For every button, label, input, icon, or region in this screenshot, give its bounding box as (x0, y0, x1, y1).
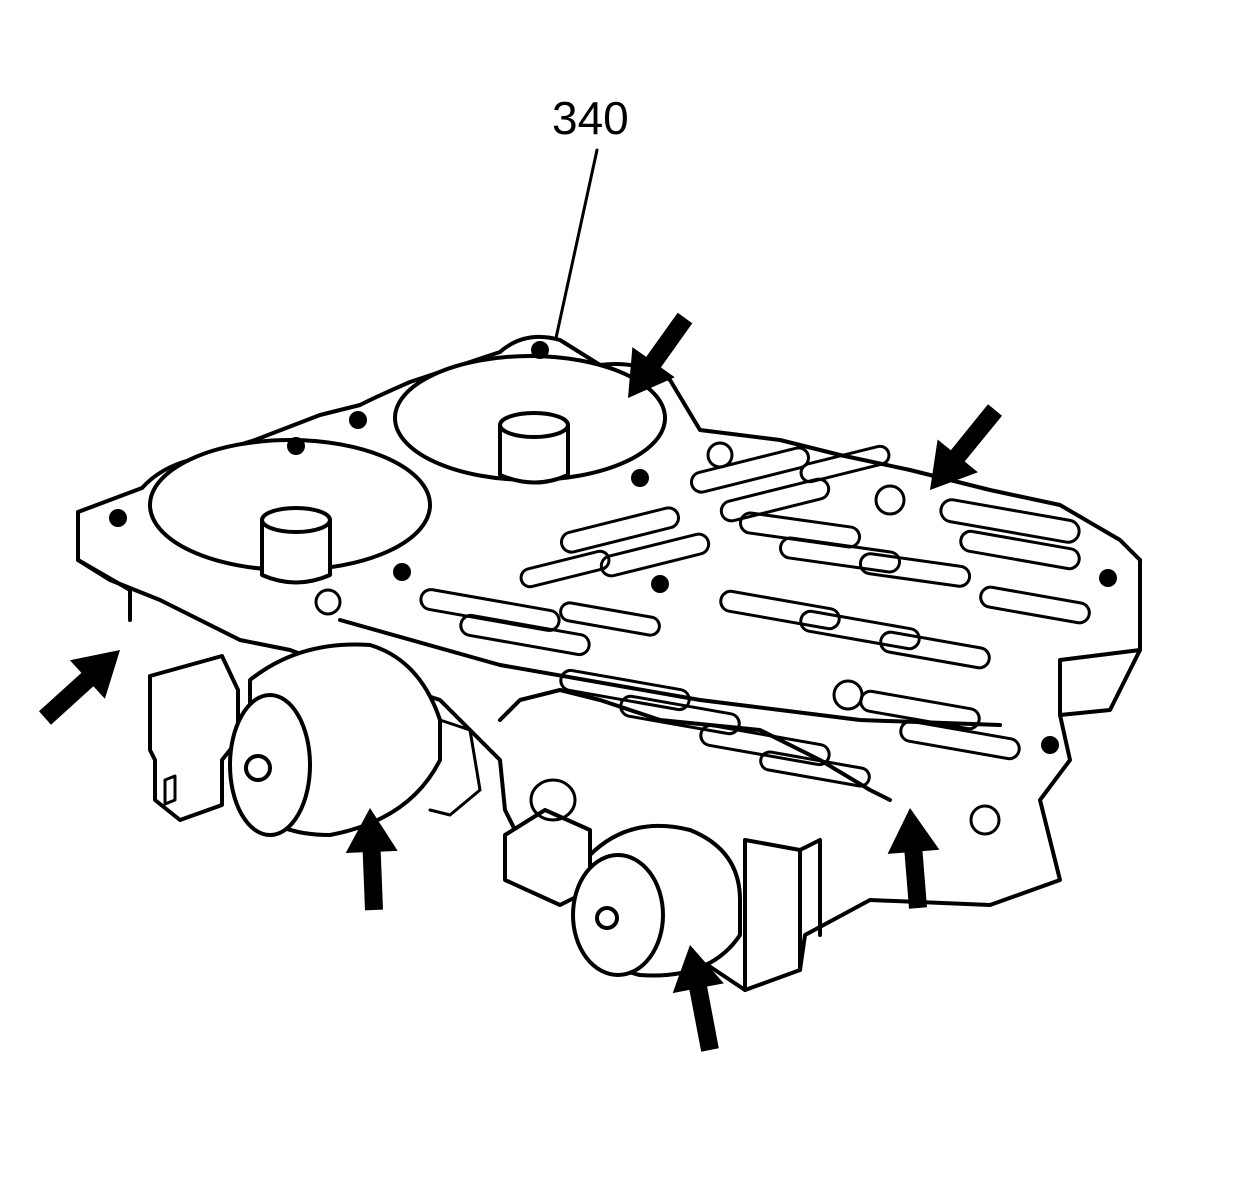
indicator-arrow (345, 808, 398, 911)
bolt-hole (287, 437, 305, 455)
indicator-arrow (628, 312, 693, 398)
solenoid-left-connector (148, 654, 240, 822)
channel-slot (559, 601, 661, 637)
channel-slot (899, 719, 1021, 761)
channel-slot (879, 630, 991, 670)
bolt-hole (1041, 736, 1059, 754)
channel-slot (519, 549, 611, 589)
bolt-holes (109, 341, 1117, 836)
channel-slot (859, 689, 981, 731)
bolt-hole (109, 509, 127, 527)
channel-slot (689, 446, 811, 494)
channel-slot (559, 506, 681, 554)
channel-slot (719, 589, 841, 631)
bolt-hole (631, 469, 649, 487)
channel-slot (759, 750, 871, 788)
accumulator-right (393, 354, 667, 485)
channel-slot (799, 609, 921, 651)
bolt-hole (531, 341, 549, 359)
channel-slot (778, 536, 902, 574)
bolt-hole (874, 484, 906, 516)
right-side-face (1058, 558, 1142, 717)
channel-slot (939, 498, 1081, 544)
accumulator-left (148, 438, 432, 585)
bolt-hole (969, 804, 1001, 836)
left-front-face (76, 510, 132, 622)
channel-slot (459, 613, 591, 657)
indicator-arrow (887, 808, 940, 909)
solenoid-right-bracket (529, 778, 577, 822)
callout-leader-line (554, 148, 599, 340)
lower-block (743, 838, 822, 992)
solenoid-right-pintle (595, 906, 619, 930)
solenoid-left (148, 642, 482, 837)
indicator-arrow (672, 945, 724, 1052)
bolt-hole (393, 563, 411, 581)
channel-slot (979, 585, 1091, 625)
left-piston-top (260, 506, 332, 534)
solenoid-left-mount (428, 718, 482, 817)
indicator-arrows (39, 312, 1002, 1052)
bolt-hole (314, 588, 342, 616)
bolt-hole (349, 411, 367, 429)
indicator-arrow (39, 650, 120, 725)
solenoid-right (503, 778, 742, 978)
channel-slot (959, 529, 1081, 571)
bolt-hole (1099, 569, 1117, 587)
left-piston (260, 518, 332, 585)
indicator-arrow (930, 404, 1002, 490)
channel-slot (799, 444, 891, 484)
channel-slot (719, 477, 831, 523)
callout-label: 340 (552, 92, 629, 144)
solenoid-left-pin (163, 774, 177, 806)
center-ledge (498, 688, 892, 802)
right-piston (498, 423, 570, 485)
fluid-channels (419, 444, 1091, 788)
right-piston-top (498, 411, 570, 439)
channel-slot (619, 694, 741, 736)
solenoid-left-pintle (244, 754, 272, 782)
channel-slot (858, 552, 972, 588)
bolt-hole (651, 575, 669, 593)
